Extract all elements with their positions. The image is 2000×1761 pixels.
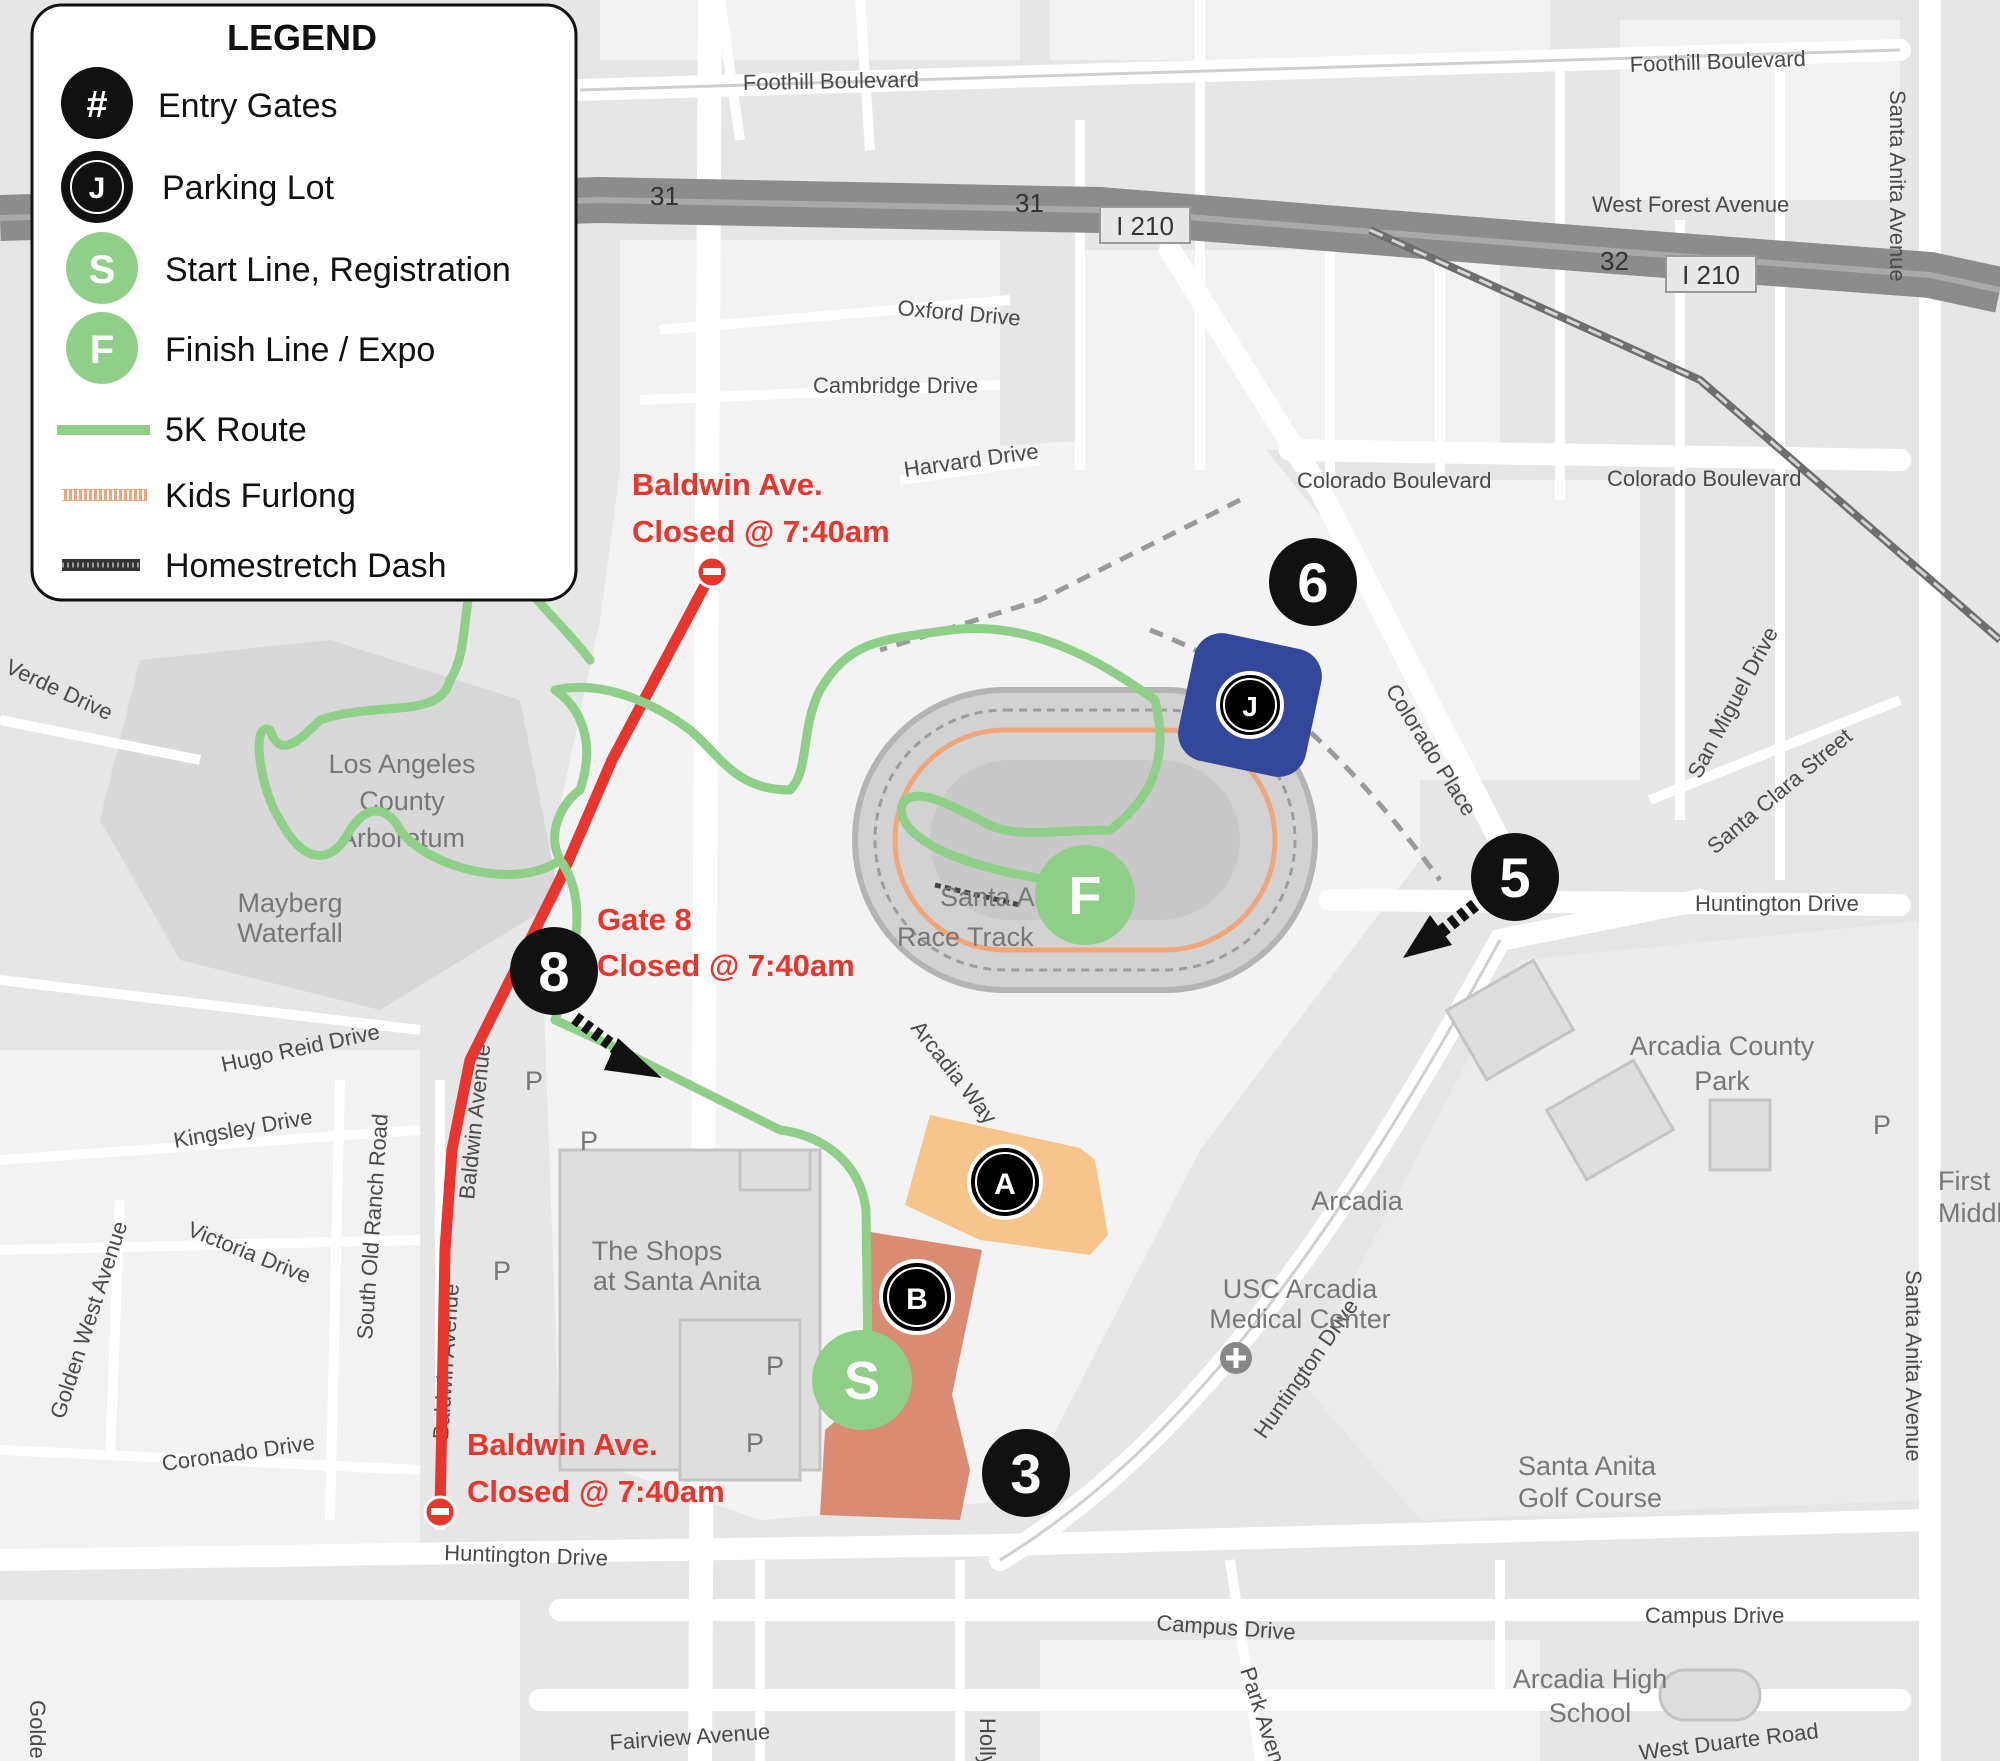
- legend-parking-lot: J Parking Lot: [61, 151, 335, 223]
- legend-homestretch-dash: Homestretch Dash: [62, 547, 447, 585]
- mayberg-label-1: Mayberg: [237, 888, 342, 918]
- legend-kids-furlong: Kids Furlong: [62, 477, 356, 515]
- closure-north-line1: Baldwin Ave.: [632, 467, 823, 502]
- legend-parking-lot-label: Parking Lot: [162, 169, 335, 207]
- usc-label-1: USC Arcadia: [1223, 1274, 1379, 1304]
- parking-lot-a-letter: A: [994, 1168, 1016, 1201]
- county-park-label-2: Park: [1694, 1066, 1750, 1096]
- legend-5k-route: 5K Route: [57, 411, 307, 449]
- high-school-label-1: Arcadia High: [1513, 1664, 1668, 1694]
- gate-8-number: 8: [538, 940, 569, 1003]
- freeway-exit-31-west: 31: [650, 181, 679, 211]
- closure-gate8-line2: Closed @ 7:40am: [597, 948, 855, 983]
- entry-gate-6[interactable]: 6: [1269, 538, 1357, 626]
- finish-letter: F: [1069, 866, 1102, 926]
- parking-lot-j-letter: J: [1242, 691, 1258, 722]
- gate-5-number: 5: [1499, 846, 1530, 909]
- legend-entry-gates: # Entry Gates: [61, 67, 338, 139]
- street-golde: Golde: [25, 1700, 50, 1759]
- gate-5-arrow: [1403, 899, 1480, 958]
- parking-p-6: P: [1873, 1110, 1891, 1140]
- gate-symbol-icon: [61, 67, 133, 139]
- legend-5k-route-label: 5K Route: [165, 411, 307, 449]
- parking-p-3: P: [493, 1256, 511, 1286]
- golf-label-2: Golf Course: [1518, 1483, 1662, 1513]
- street-colorado-west: Colorado Boulevard: [1297, 468, 1491, 493]
- freeway-shield-2: I 210: [1682, 260, 1740, 290]
- shops-label-2: at Santa Anita: [593, 1266, 762, 1296]
- street-holly: Holly: [975, 1718, 1000, 1761]
- legend-start-line-label: Start Line, Registration: [165, 251, 511, 289]
- street-foothill-east: Foothill Boulevard: [1629, 46, 1806, 77]
- shops-label-1: The Shops: [592, 1236, 723, 1266]
- legend-start-symbol: S: [89, 248, 116, 292]
- closure-south-line1: Baldwin Ave.: [467, 1427, 658, 1462]
- parking-lot-a-marker[interactable]: A: [967, 1144, 1043, 1220]
- street-campus-east: Campus Drive: [1645, 1603, 1784, 1628]
- finish-symbol-icon: [66, 312, 138, 384]
- place-labels: Los Angeles County Arboretum Mayberg Wat…: [237, 749, 2000, 1728]
- legend-start-line: S Start Line, Registration: [66, 232, 511, 304]
- street-cambridge: Cambridge Drive: [813, 373, 978, 398]
- parking-lot-b-letter: B: [906, 1283, 928, 1316]
- freeway-shield-1: I 210: [1116, 211, 1174, 241]
- entry-gate-5[interactable]: 5: [1471, 833, 1559, 921]
- start-line-marker[interactable]: S: [812, 1330, 912, 1430]
- parking-lot-b-marker[interactable]: B: [879, 1259, 955, 1335]
- first-middle-label-2: Middl: [1938, 1198, 2000, 1228]
- legend-title: LEGEND: [227, 17, 377, 58]
- street-west-forest: West Forest Avenue: [1592, 192, 1789, 217]
- freeway-exit-31-east: 31: [1015, 188, 1044, 218]
- closure-north-line2: Closed @ 7:40am: [632, 514, 890, 549]
- gate-3-number: 3: [1010, 1442, 1041, 1505]
- racetrack-label-2: Race Track: [897, 922, 1034, 952]
- parking-p-2: P: [580, 1126, 598, 1156]
- legend-parking-symbol: J: [89, 172, 106, 205]
- arboretum-label-1: Los Angeles: [328, 749, 475, 779]
- street-foothill-west: Foothill Boulevard: [743, 67, 920, 95]
- mayberg-label-2: Waterfall: [237, 918, 343, 948]
- first-middle-label-1: First: [1938, 1166, 1991, 1196]
- freeway-labels: I 210 I 210 31 31 32: [650, 181, 1757, 293]
- legend: LEGEND # Entry Gates J Parking Lot S Sta…: [30, 3, 578, 602]
- closure-marker-north: [695, 555, 729, 589]
- kids-furlong-swatch-icon: [62, 489, 147, 501]
- street-santa-anita-ave-north: Santa Anita Avenue: [1885, 90, 1910, 282]
- legend-entry-gates-label: Entry Gates: [158, 87, 338, 125]
- street-colorado-east: Colorado Boulevard: [1607, 466, 1801, 491]
- finish-line-marker[interactable]: F: [1035, 845, 1135, 945]
- closure-marker-south: [423, 1495, 457, 1529]
- usc-label-2: Medical Center: [1209, 1304, 1391, 1334]
- street-huntington-west: Huntington Drive: [444, 1540, 609, 1571]
- entry-gate-3[interactable]: 3: [982, 1429, 1070, 1517]
- freeway-exit-32: 32: [1600, 246, 1629, 276]
- legend-kids-furlong-label: Kids Furlong: [165, 477, 356, 515]
- county-park-label-1: Arcadia County: [1630, 1031, 1815, 1061]
- closure-south-line2: Closed @ 7:40am: [467, 1474, 725, 1509]
- legend-homestretch-dash-label: Homestretch Dash: [165, 547, 447, 585]
- baldwin-closure-line: [434, 566, 718, 1518]
- golf-label-1: Santa Anita: [1518, 1451, 1657, 1481]
- gate-8-arrow: [571, 1012, 662, 1078]
- parking-p-5: P: [746, 1428, 764, 1458]
- high-school-label-2: School: [1549, 1698, 1632, 1728]
- homestretch-swatch-icon: [62, 559, 140, 571]
- legend-gate-symbol: #: [86, 84, 107, 126]
- parking-p-4: P: [766, 1351, 784, 1381]
- closure-gate8-line1: Gate 8: [597, 902, 692, 937]
- entry-gate-8[interactable]: 8: [510, 927, 598, 1015]
- start-letter: S: [844, 1351, 880, 1411]
- street-huntington-east: Huntington Drive: [1695, 891, 1859, 916]
- parking-p-1: P: [525, 1066, 543, 1096]
- legend-finish-symbol: F: [90, 328, 114, 372]
- arcadia-label: Arcadia: [1311, 1186, 1404, 1216]
- parking-lot-j-marker[interactable]: J: [1216, 671, 1284, 739]
- legend-finish-line-label: Finish Line / Expo: [165, 331, 435, 369]
- gate-6-number: 6: [1297, 551, 1328, 614]
- legend-finish-line: F Finish Line / Expo: [66, 312, 435, 384]
- start-symbol-icon: [66, 232, 138, 304]
- street-santa-anita-ave-south: Santa Anita Avenue: [1901, 1270, 1926, 1462]
